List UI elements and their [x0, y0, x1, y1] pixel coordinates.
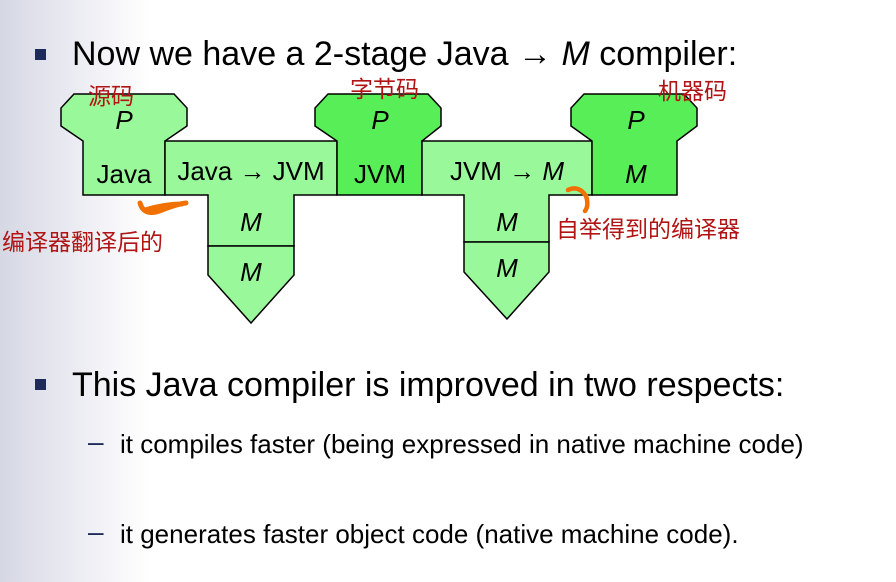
bullet-heading-1: Now we have a 2-stage Java → M compiler:	[72, 35, 738, 73]
right-program-top-label: P	[627, 105, 645, 135]
bullet-heading-2: This Java compiler is improved in two re…	[72, 366, 785, 404]
left-program-top-label: P	[115, 105, 133, 135]
sub-item-text: it compiles faster (being expressed in n…	[120, 429, 804, 459]
compiler-1-tdiagram: Java → JVM M M	[164, 140, 338, 325]
compiler-2-tdiagram: JVM → M M M	[421, 140, 593, 321]
compiler-1-mid-label: M	[240, 207, 262, 237]
sub-item-text: it generates faster object code (native …	[120, 519, 739, 549]
annotation-machine-code: 机器码	[658, 79, 727, 105]
compiler-2-arm-label: JVM → M	[450, 156, 564, 186]
sub-item-dash: –	[88, 516, 104, 547]
compiler-2-arm-prefix: JVM →	[450, 156, 542, 186]
compiler-2-mid-label: M	[496, 207, 518, 237]
compiler-2-arm-target: M	[542, 156, 564, 186]
scribble-mark-left	[137, 200, 189, 215]
right-program-bottom-label: M	[625, 159, 647, 189]
compiler-1-arm-label: Java → JVM	[177, 156, 324, 186]
bullet-marker	[35, 49, 46, 60]
scribble-mark-right	[565, 186, 590, 214]
middle-program-top-label: P	[371, 105, 389, 135]
annotation-bootstrapped-compiler: 自举得到的编译器	[556, 217, 740, 243]
left-program-tombstone: P Java	[60, 93, 188, 196]
right-program-tombstone: P M	[570, 93, 698, 196]
left-program-bottom-label: Java	[97, 159, 152, 189]
middle-program-tombstone: P JVM	[314, 93, 442, 196]
middle-program-bottom-label: JVM	[354, 159, 406, 189]
annotation-bytecode: 字节码	[350, 77, 419, 103]
compiler-2-foot-label: M	[496, 253, 518, 283]
annotation-source-code: 源码	[88, 84, 134, 110]
annotation-translated-compiler: 编译器翻译后的	[2, 230, 163, 256]
sub-item-dash: –	[88, 426, 104, 457]
bullet-marker	[35, 379, 46, 390]
compiler-1-foot-label: M	[240, 257, 262, 287]
